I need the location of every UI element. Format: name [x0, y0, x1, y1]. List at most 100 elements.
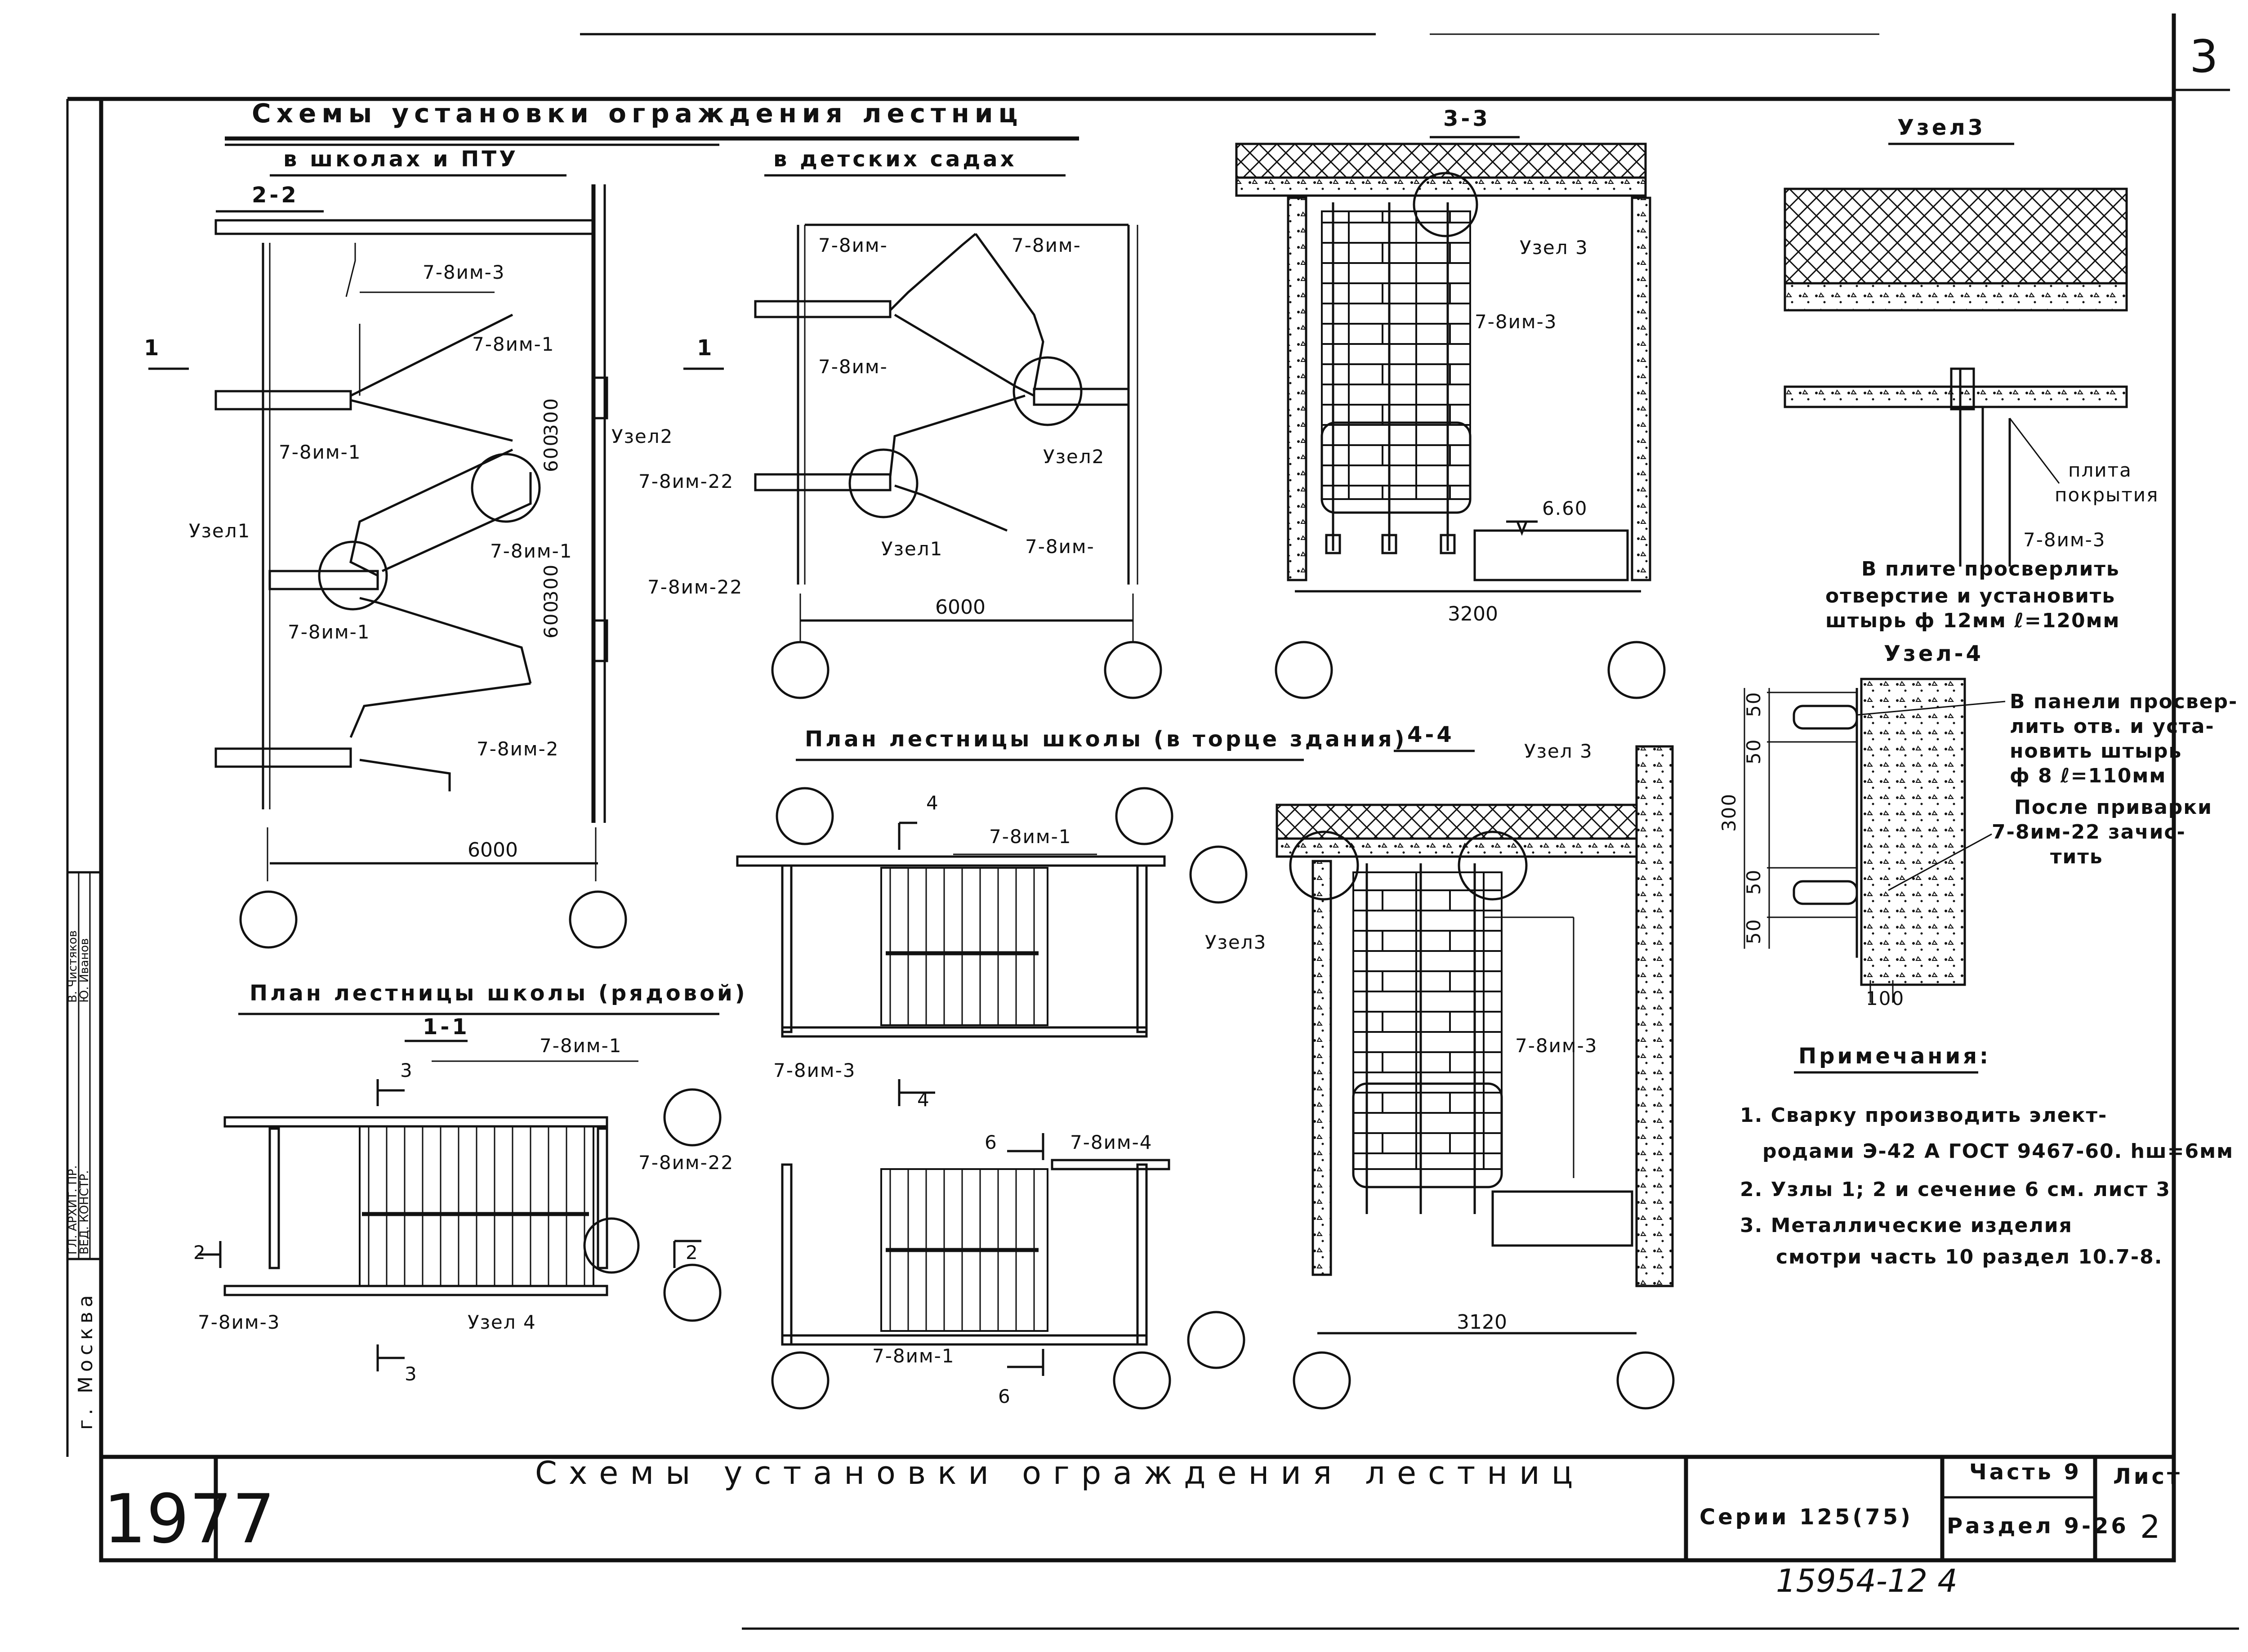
plan-row-mark-im3: 7-8им-3 [198, 1311, 280, 1333]
plan-row-node4: Узел 4 [468, 1311, 536, 1333]
plan-end-mark-b: 7-8им-3 [773, 1059, 856, 1081]
header-title: Схемы установки ограждения лестниц [252, 98, 1023, 129]
stamp-name2: Ю. Иванов [78, 938, 91, 1003]
tb-section: Раздел 9-26 [1947, 1514, 2129, 1539]
section-2-2-label: 2-2 [252, 183, 299, 208]
node3-note-3: штырь ф 12мм ℓ=120мм [1825, 609, 2120, 632]
mark-im1-c: 7-8им-1 [490, 540, 572, 562]
node4-dim-300: 300 [1718, 793, 1740, 832]
node4-note-5: После приварки [2014, 796, 2212, 819]
mark-im22-a: 7-8им-22 [638, 470, 734, 492]
section-3-3-label: 3-3 [1443, 106, 1490, 131]
node3-mark: 7-8им-3 [2023, 529, 2105, 551]
dim-600-b: 600 [540, 600, 562, 638]
section-kindergarten: 6000 7-8им- 7-8им- 7-8им- 7-8им- Узел2 У… [754, 223, 1162, 699]
mark-im3: 7-8им-3 [423, 261, 505, 283]
s44-mark: 7-8им-3 [1515, 1035, 1597, 1057]
plan-row-mark-im22: 7-8им-22 [638, 1152, 734, 1174]
tb-year: 1977 [103, 1480, 275, 1558]
stamp-row1: ГЛ. АРХИТ. ПР. [66, 1165, 80, 1255]
tb-series: Серии 125(75) [1699, 1505, 1913, 1530]
mark-im2: 7-8им-2 [477, 738, 559, 760]
node4-dim-100: 100 [1866, 987, 1905, 1009]
subheader-kindergartens: в детских садах [773, 147, 1017, 172]
node3-slab-2: покрытия [2055, 484, 2159, 506]
note-3: 3. Металлические изделия [1740, 1214, 2073, 1237]
dim-300-a: 300 [540, 397, 562, 436]
cut-1-right: 1 [697, 335, 714, 361]
stamp-city: г. Москва [74, 1290, 97, 1430]
kinder-mark-d: 7-8им- [1025, 536, 1095, 558]
node4-note-4: ф 8 ℓ=110мм [2010, 764, 2166, 787]
plan-row-label: 1-1 [423, 1014, 470, 1040]
section-2-2: 2-2 6000 7-8им-3 7-8им-1 7-8им-1 7-8им-1 [144, 183, 743, 949]
stamp-name1: В. Чистяков [66, 930, 80, 1003]
corner-sheet-number: 3 [2190, 30, 2218, 83]
node3-note-1: В плите просверлить [1861, 558, 2120, 580]
tb-part: Часть 9 [1969, 1460, 2082, 1485]
node4-title: Узел-4 [1884, 641, 1984, 666]
plan-row-title: План лестницы школы (рядовой) [250, 981, 748, 1006]
kinder-mark-c: 7-8им- [818, 356, 888, 378]
mark-im22-b: 7-8им-22 [647, 576, 743, 598]
notes-title: Примечания: [1798, 1044, 1991, 1069]
node4-note-7: тить [2050, 845, 2103, 868]
plan-end-mark-c: 7-8им-4 [1070, 1131, 1152, 1153]
plan-row-cut-2a: 2 [193, 1241, 206, 1264]
archive-number: 15954-12 4 [1776, 1563, 1958, 1599]
plan-row-cut-3b: 3 [405, 1363, 418, 1385]
plan-row-cut-3a: 3 [400, 1059, 413, 1081]
kinder-mark-b: 7-8им- [1012, 234, 1081, 256]
cut-1-left: 1 [144, 335, 161, 361]
plan-row: План лестницы школы (рядовой) 1-1 7-8им-… [193, 981, 748, 1385]
dim-300-b: 300 [540, 564, 562, 603]
plan-end-cut-6b: 6 [998, 1385, 1011, 1407]
plan-end-cut-4a: 4 [926, 792, 939, 814]
plan-end-title: План лестницы школы (в торце здания) [805, 727, 1407, 752]
plan-end-mark-d: 7-8им-1 [872, 1345, 955, 1367]
mark-im1-a: 7-8им-1 [472, 333, 554, 355]
node3-title: Узел3 [1897, 115, 1985, 140]
node4-note-1: В панели просвер- [2010, 690, 2238, 713]
note-1b: родами Э-42 А ГОСТ 9467-60. hш=6мм [1762, 1140, 2234, 1163]
s33-mark: 7-8им-3 [1475, 311, 1557, 333]
node-3-detail: Узел3 плита покрытия 7-8им-3 В плите про… [1784, 115, 2159, 632]
s44-span: 3120 [1457, 1311, 1507, 1334]
plan-row-mark-im1: 7-8им-1 [540, 1035, 622, 1057]
section-4-4: 4-4 Узел 3 Узел3 7-8им-3 3120 [1205, 722, 1675, 1410]
node4-note-2: лить отв. и уста- [2010, 715, 2215, 738]
node4-note-6: 7-8им-22 зачис- [1992, 821, 2186, 844]
note-1: 1. Сварку производить элект- [1740, 1104, 2107, 1127]
plan-end-of-building: План лестницы школы (в торце здания) 7-8… [736, 727, 1407, 1410]
node4-dim-50c: 50 [1743, 869, 1765, 895]
kinder-mark-a: 7-8им- [818, 234, 888, 256]
node-4-detail: Узел-4 50 50 300 50 50 100 В панели прос… [1718, 641, 2238, 1009]
node4-dim-50d: 50 [1743, 919, 1765, 944]
tb-title: Схемы установки ограждения лестниц [535, 1455, 1584, 1491]
dim-600-a: 600 [540, 433, 562, 472]
node3-note-2: отверстие и установить [1825, 585, 2115, 607]
s33-span: 3200 [1448, 603, 1498, 625]
title-block: 1977 Схемы установки ограждения лестниц … [99, 1455, 2182, 1563]
s33-level: 6.60 [1542, 497, 1588, 519]
section-3-3: 3-3 Узел 3 7-8им-3 6.60 3200 [1235, 106, 1666, 699]
kinder-span: 6000 [935, 596, 986, 619]
plan-end-mark-a: 7-8им-1 [989, 826, 1071, 848]
node2-label: Узел2 [611, 425, 673, 447]
node1-label: Узел1 [189, 520, 250, 542]
s44-node3-top: Узел 3 [1524, 740, 1593, 762]
notes-block: Примечания: 1. Сварку производить элект-… [1740, 1044, 2234, 1268]
mark-im1-d: 7-8им-1 [288, 621, 370, 643]
s33-node3: Узел 3 [1520, 237, 1588, 259]
section-4-4-label: 4-4 [1407, 722, 1454, 747]
subheader-schools: в школах и ПТУ [283, 147, 518, 172]
span-2-2: 6000 [468, 839, 518, 862]
node4-note-3: новить штырь [2010, 740, 2182, 763]
kinder-node1: Узел1 [881, 538, 943, 560]
mark-im1-b: 7-8им-1 [279, 441, 361, 463]
stamp-row2: ВЕД. КОНСТР. [78, 1170, 91, 1255]
tb-sheet-label: Лист [2113, 1464, 2182, 1489]
scan-edge-lines [580, 33, 2239, 1630]
plan-row-cut-2b: 2 [686, 1241, 699, 1264]
